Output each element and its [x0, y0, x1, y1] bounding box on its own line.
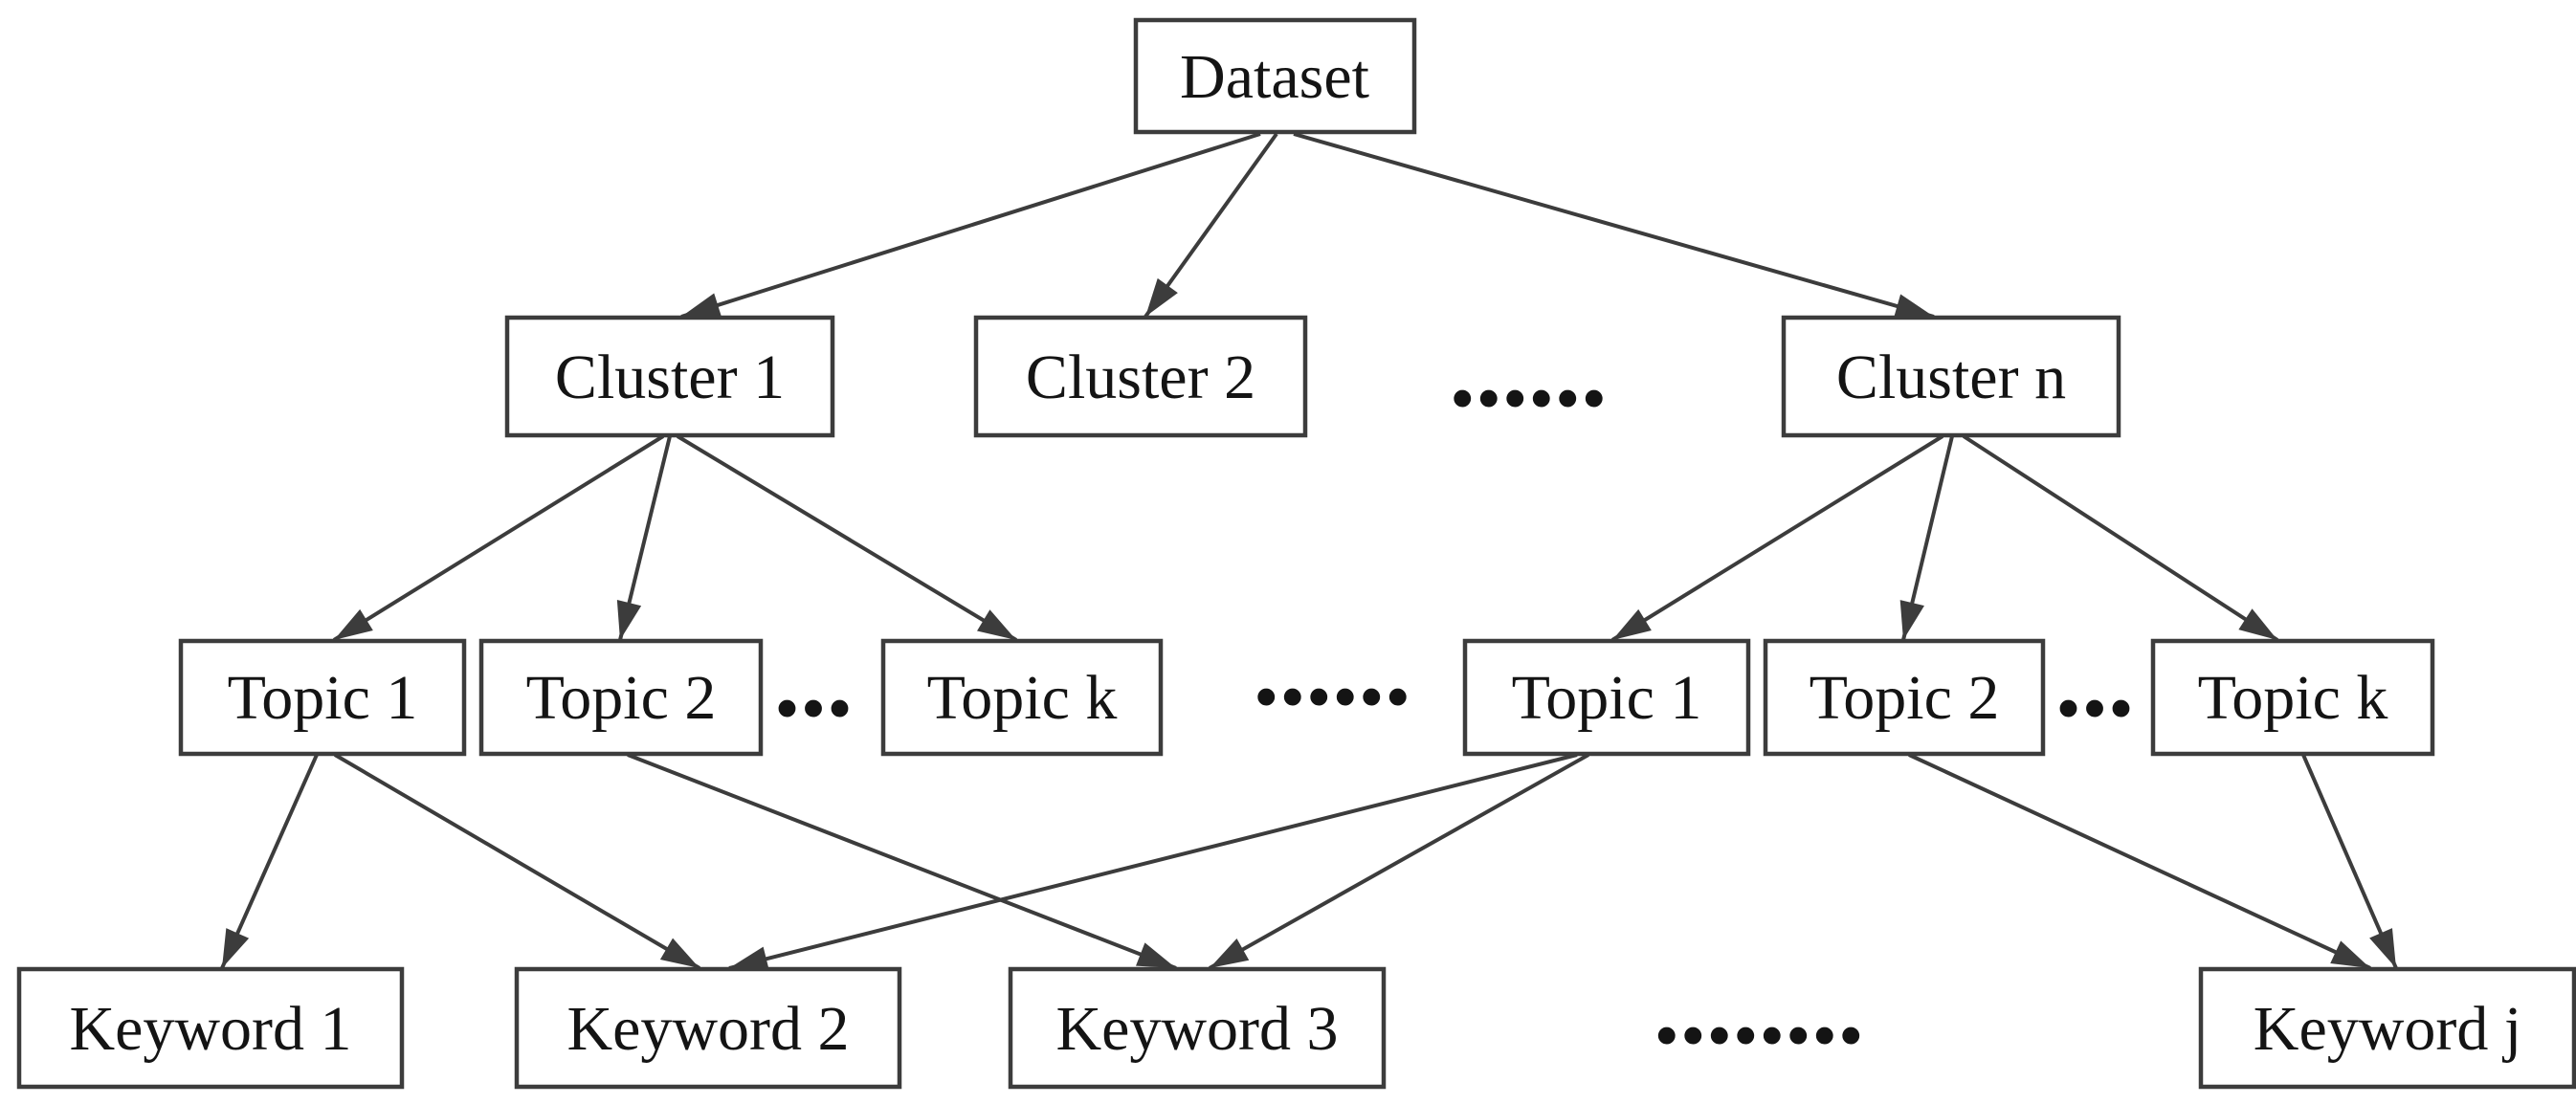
topic-2-right-label: Topic 2	[1810, 663, 2000, 733]
topics-right-ellipsis: ...	[2055, 622, 2135, 739]
node-topic-k-left: Topic k	[880, 638, 1164, 757]
node-topic-2-left: Topic 2	[478, 638, 764, 757]
cluster-1-label: Cluster 1	[555, 342, 785, 412]
keyword-2-label: Keyword 2	[566, 994, 849, 1064]
edge-dataset-to-clustern	[1293, 132, 1935, 319]
keyword-j-box	[2198, 966, 2576, 1090]
topic-k-right-label: Topic k	[2198, 663, 2388, 733]
edge-topic1_left-to-keyword2	[333, 753, 701, 970]
keyword-1-box	[16, 966, 405, 1090]
dataset-box	[1133, 17, 1417, 135]
edge-topic1_right-to-keyword3	[1209, 753, 1589, 970]
topic-1-right-box	[1462, 638, 1751, 757]
cluster-1-box	[504, 315, 835, 438]
node-topic-k-right: Topic k	[2150, 638, 2435, 757]
edge-topic2_right-to-keywordj	[1908, 753, 2371, 970]
edge-topick_right-to-keywordj	[2301, 754, 2398, 969]
edge-clustern-to-topic2_right	[1899, 435, 1954, 641]
topic-k-right-box	[2150, 638, 2435, 757]
dataset-label: Dataset	[1180, 42, 1369, 112]
keywords-ellipsis: ........	[1654, 949, 1864, 1066]
topics-between-ellipsis: ......	[1254, 610, 1411, 727]
keyword-3-box	[1008, 966, 1387, 1090]
topics-left-ellipsis: ...	[774, 622, 854, 739]
edges	[220, 132, 2398, 971]
topic-2-left-label: Topic 2	[526, 663, 717, 733]
topic-1-left-box	[178, 638, 467, 757]
keyword-2-box	[514, 966, 902, 1090]
node-cluster-n: Cluster n	[1781, 315, 2121, 438]
node-keyword-1: Keyword 1	[16, 966, 405, 1090]
clusters-ellipsis: ......	[1450, 312, 1608, 429]
keyword-j-label: Keyword j	[2254, 994, 2521, 1064]
node-cluster-2: Cluster 2	[973, 315, 1308, 438]
edge-topic1_right-to-keyword2	[728, 753, 1578, 971]
keyword-3-label: Keyword 3	[1055, 994, 1338, 1064]
node-keyword-j: Keyword j	[2198, 966, 2576, 1090]
topic-2-left-box	[478, 638, 764, 757]
edge-cluster1-to-topic1_left	[332, 434, 665, 642]
node-topic-1-right: Topic 1	[1462, 638, 1751, 757]
edge-dataset-to-cluster2	[1144, 132, 1278, 319]
cluster-2-box	[973, 315, 1308, 438]
edge-clustern-to-topic1_right	[1610, 434, 1944, 642]
cluster-n-box	[1781, 315, 2121, 438]
topic-1-left-label: Topic 1	[228, 663, 418, 733]
edge-cluster1-to-topick_left	[676, 434, 1018, 642]
node-dataset: Dataset	[1133, 17, 1417, 135]
edge-topic1_left-to-keyword1	[220, 754, 319, 969]
node-keyword-3: Keyword 3	[1008, 966, 1387, 1090]
edge-topic2_left-to-keyword3	[627, 753, 1177, 970]
node-topic-2-right: Topic 2	[1763, 638, 2046, 757]
cluster-2-label: Cluster 2	[1026, 342, 1255, 412]
topic-k-left-box	[880, 638, 1164, 757]
topic-1-right-label: Topic 1	[1512, 663, 1702, 733]
node-keyword-2: Keyword 2	[514, 966, 902, 1090]
topic-k-left-label: Topic k	[927, 663, 1118, 733]
node-topic-1-left: Topic 1	[178, 638, 467, 757]
keyword-1-label: Keyword 1	[69, 994, 351, 1064]
node-cluster-1: Cluster 1	[504, 315, 835, 438]
edge-clustern-to-topick_right	[1962, 434, 2279, 642]
topic-2-right-box	[1763, 638, 2046, 757]
cluster-n-label: Cluster n	[1836, 342, 2066, 412]
edge-cluster1-to-topic2_left	[616, 435, 672, 641]
edge-dataset-to-cluster1	[680, 132, 1261, 319]
